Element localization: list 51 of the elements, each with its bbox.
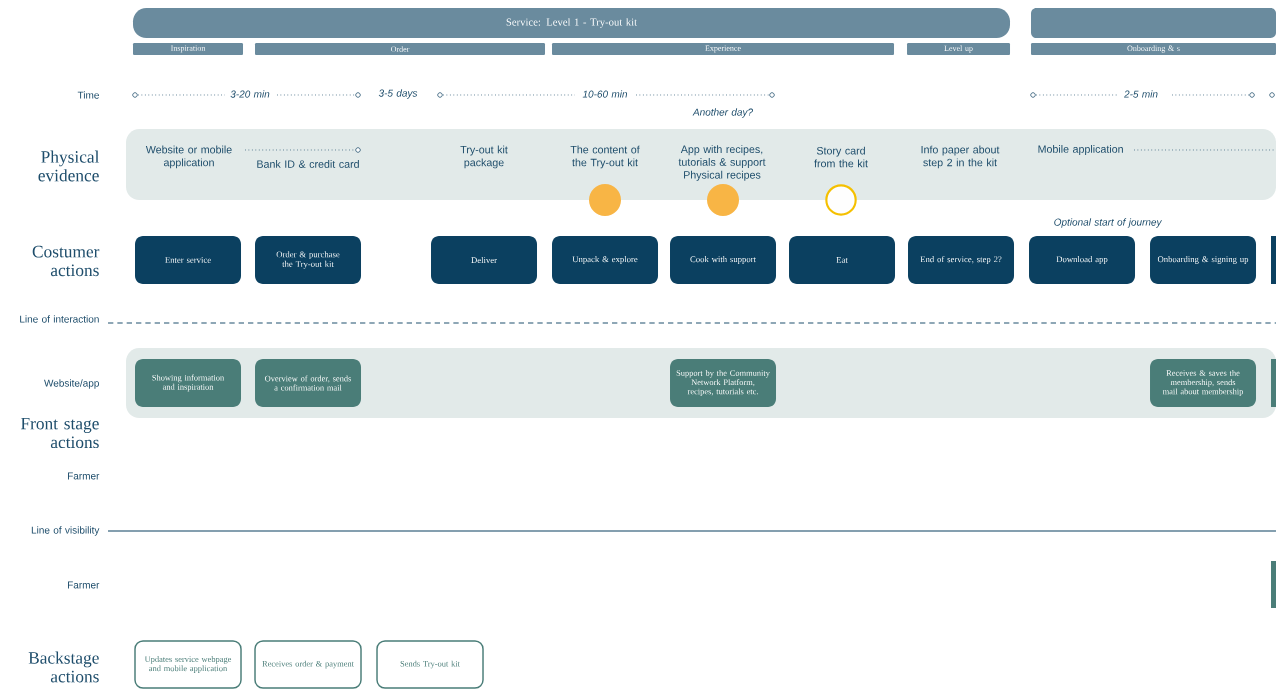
- duration-label: Optional start of journey: [1054, 218, 1162, 228]
- phase-bar: Experience: [552, 43, 894, 55]
- lane-title: Front stage actions: [20, 417, 99, 449]
- lane-band: [126, 129, 1276, 200]
- evidence-text: Bank ID & credit card: [257, 160, 359, 168]
- action-box: Order & purchase the Try-out kit: [255, 236, 361, 284]
- frontstage-box: Overview of order, sends a confirmation mail: [255, 359, 361, 407]
- row-label: Farmer: [68, 472, 100, 480]
- row-label: Farmer: [68, 581, 100, 589]
- duration-label: 3-20 min: [230, 90, 270, 98]
- action-box: Cook with support: [670, 236, 776, 284]
- service-header-bar: [1031, 8, 1276, 38]
- evidence-text: The content of the Try-out kit: [570, 145, 640, 169]
- action-box: Unpack & explore: [552, 236, 658, 284]
- action-box: Eat: [789, 236, 895, 284]
- action-box: Onboarding & signing up: [1150, 236, 1256, 284]
- evidence-text: Try-out kit package: [460, 145, 508, 169]
- row-label: Time: [77, 91, 99, 99]
- action-box: Download app: [1029, 236, 1135, 284]
- duration-label: Another day?: [692, 108, 753, 118]
- duration-label: 2-5 min: [1124, 90, 1158, 98]
- row-label: Website/app: [44, 379, 99, 389]
- frontstage-box: Receives & saves the membership, sends mail about membership: [1150, 359, 1256, 407]
- frontstage-box: Support by the Community Network Platform, recipes, tutorials etc.: [670, 359, 776, 407]
- backstage-box: Receives order & payment: [254, 640, 362, 689]
- row-label: Line of visibility: [31, 526, 100, 536]
- frontstage-box: Showing information and inspiration: [135, 359, 241, 407]
- duration-label: 10-60 min: [582, 90, 628, 98]
- phase-bar: Order: [255, 43, 545, 55]
- action-box: Deliver: [431, 236, 537, 284]
- duration-label: 3-5 days: [378, 89, 418, 99]
- lane-title: Costumer actions: [32, 245, 100, 277]
- lane-title: Physical evidence: [38, 150, 100, 182]
- backstage-box: Sends Try-out kit: [376, 640, 484, 689]
- frontstage-box: [1271, 359, 1276, 407]
- action-box: End of service, step 2?: [908, 236, 1014, 284]
- lane-title: Backstage actions: [28, 651, 99, 683]
- evidence-text: Website or mobile application: [145, 145, 232, 169]
- evidence-text: Info paper about step 2 in the kit: [921, 145, 1000, 169]
- service-header-bar: Service: Level 1 - Try-out kit: [133, 8, 1010, 38]
- action-box: [1271, 236, 1276, 284]
- evidence-text: Story card from the kit: [814, 146, 868, 168]
- frontstage-box: [1271, 561, 1276, 608]
- evidence-text: Mobile application: [1038, 145, 1123, 155]
- phase-bar: Inspiration: [133, 43, 243, 55]
- action-box: Enter service: [135, 236, 241, 284]
- evidence-text: App with recipes, tutorials & support Physical recipes: [678, 145, 766, 181]
- phase-bar: Level up: [907, 43, 1010, 55]
- backstage-box: Updates service webpage and mobile application: [134, 640, 242, 689]
- row-label: Line of interaction: [20, 315, 99, 323]
- phase-bar: Onboarding & s: [1031, 43, 1276, 55]
